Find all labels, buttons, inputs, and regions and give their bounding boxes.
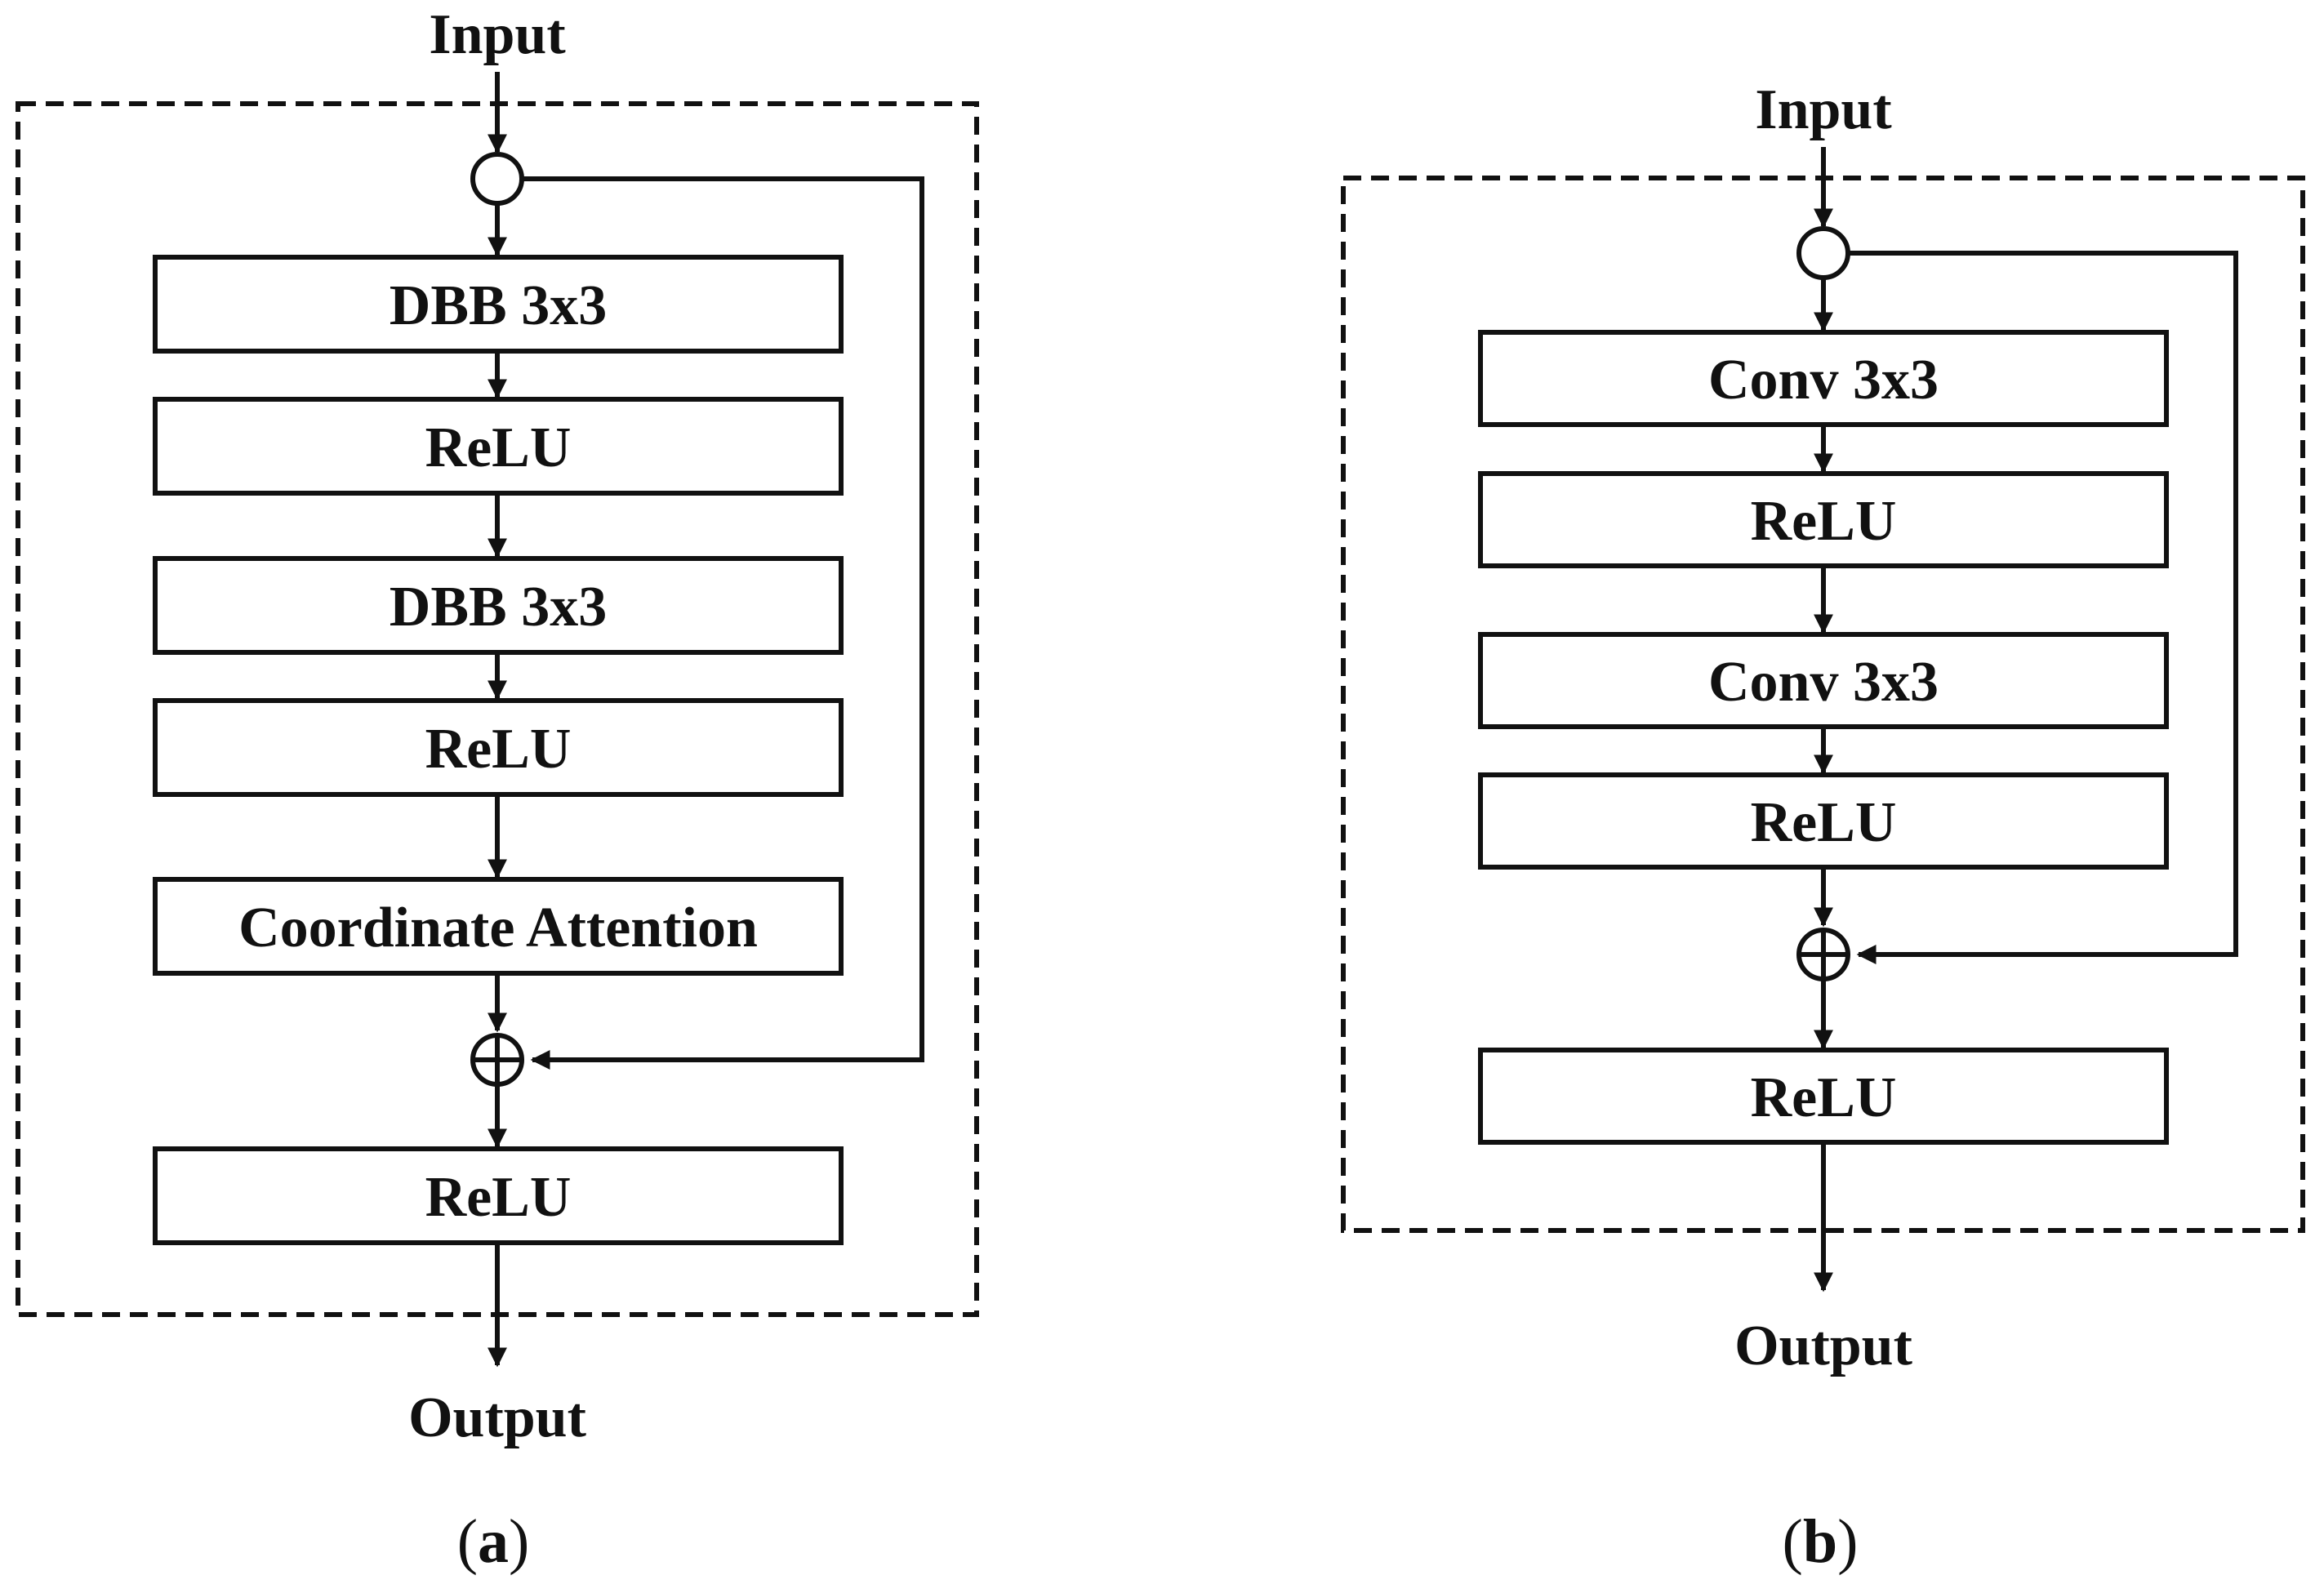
diagram-a-block-relu-3: ReLU [153, 1146, 844, 1245]
diagram-a-block-dbb-1-label: DBB 3x3 [390, 274, 607, 337]
diagram-b-block-conv-2: Conv 3x3 [1478, 632, 2169, 729]
diagram-a-block-dbb-2: DBB 3x3 [153, 556, 844, 655]
diagram-a-block-relu-2-label: ReLU [425, 718, 572, 781]
diagram-b-input-label: Input [1755, 78, 1891, 141]
diagram-b-split-node [1796, 226, 1850, 280]
diagram-a-output-label: Output [408, 1386, 586, 1449]
diagram-b-caption: (b) [1783, 1507, 1859, 1576]
diagram-b-block-conv-1-label: Conv 3x3 [1708, 349, 1939, 412]
diagram-b-skip-connection [1848, 251, 2238, 964]
diagram-a-block-dbb-1: DBB 3x3 [153, 255, 844, 354]
diagram-a-block-coordinate-attention-label: Coordinate Attention [238, 897, 758, 959]
diagram-a-input-label: Input [429, 3, 565, 66]
diagram-a-block-relu-1: ReLU [153, 397, 844, 496]
diagram-b-output-label: Output [1734, 1315, 1912, 1377]
diagram-b-block-relu-2-label: ReLU [1751, 791, 1897, 854]
diagram-b-block-conv-1: Conv 3x3 [1478, 330, 2169, 427]
diagram-a-split-node [470, 152, 524, 206]
diagram-b-caption-letter: b [1803, 1507, 1837, 1576]
diagram-a-block-dbb-2-label: DBB 3x3 [390, 576, 607, 639]
diagram-a-sum-node [470, 1033, 524, 1087]
diagram-b-sum-node [1796, 928, 1850, 981]
diagram-b-block-relu-3: ReLU [1478, 1048, 2169, 1145]
diagram-b-block-relu-2: ReLU [1478, 772, 2169, 870]
diagram-a-block-relu-2: ReLU [153, 698, 844, 797]
diagram-b-block-relu-1: ReLU [1478, 471, 2169, 568]
diagram-a: Input DBB 3x3 ReLU DBB 3x3 ReLU Coordina… [16, 3, 979, 1576]
diagram-a-caption: (a) [457, 1507, 530, 1576]
diagram-b-block-relu-3-label: ReLU [1751, 1066, 1897, 1129]
diagram-a-block-relu-3-label: ReLU [425, 1166, 572, 1229]
diagram-a-block-coordinate-attention: Coordinate Attention [153, 877, 844, 976]
diagram-a-caption-letter: a [478, 1507, 509, 1576]
diagram-b-block-relu-1-label: ReLU [1751, 490, 1897, 553]
diagram-b: Input Conv 3x3 ReLU Conv 3x3 ReLU [1341, 78, 2305, 1576]
diagram-a-skip-connection [522, 176, 924, 1070]
diagram-b-block-conv-2-label: Conv 3x3 [1708, 651, 1939, 714]
diagram-a-block-relu-1-label: ReLU [425, 416, 572, 479]
